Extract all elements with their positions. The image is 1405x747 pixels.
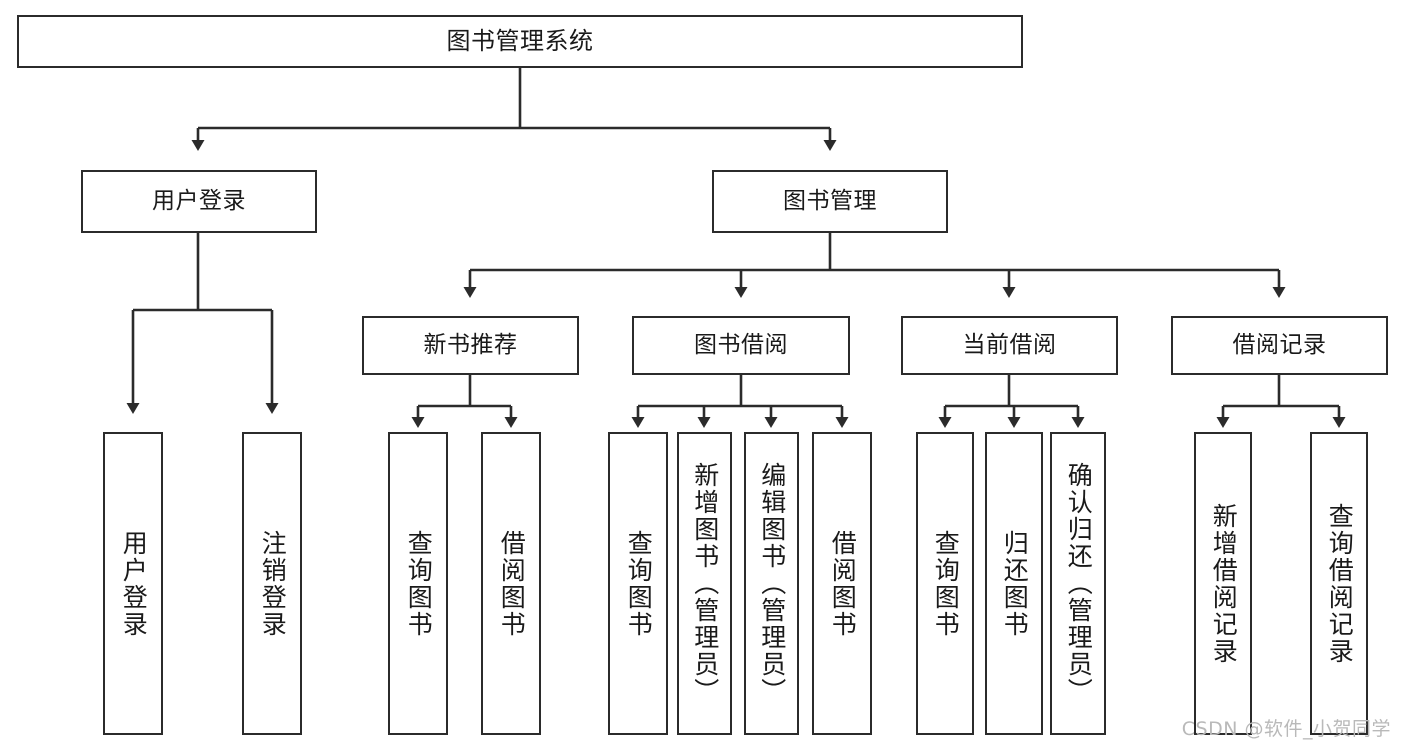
node-label: 新书推荐: [423, 331, 518, 358]
leaf-query-book-current[interactable]: 查询图书: [916, 432, 974, 735]
leaf-return-book[interactable]: 归还图书: [985, 432, 1043, 735]
node-user-login[interactable]: 用户登录: [81, 170, 317, 233]
leaf-edit-book-admin[interactable]: 编辑图书（管理员）: [744, 432, 799, 735]
node-label: 注销登录: [258, 529, 288, 638]
node-borrow-record[interactable]: 借阅记录: [1171, 316, 1388, 375]
leaf-confirm-return-admin[interactable]: 确认归还（管理员）: [1050, 432, 1106, 735]
node-label: 查询图书: [404, 529, 434, 638]
leaf-query-book-recommend[interactable]: 查询图书: [388, 432, 448, 735]
node-label: 图书管理系统: [446, 27, 594, 56]
leaf-borrow-book-recommend[interactable]: 借阅图书: [481, 432, 541, 735]
node-label: 确认归还（管理员）: [1064, 462, 1094, 705]
node-label: 新增图书（管理员）: [690, 462, 720, 705]
leaf-query-borrow-record[interactable]: 查询借阅记录: [1310, 432, 1368, 735]
node-label: 编辑图书（管理员）: [757, 462, 787, 705]
node-label: 图书管理: [783, 187, 877, 214]
leaf-add-borrow-record[interactable]: 新增借阅记录: [1194, 432, 1252, 735]
node-label: 归还图书: [1000, 529, 1030, 638]
node-book-management[interactable]: 图书管理: [712, 170, 948, 233]
leaf-add-book-admin[interactable]: 新增图书（管理员）: [677, 432, 732, 735]
node-label: 用户登录: [119, 529, 149, 638]
node-label: 新增借阅记录: [1209, 502, 1239, 665]
node-root-system[interactable]: 图书管理系统: [17, 15, 1023, 68]
node-label: 当前借阅: [962, 331, 1057, 358]
node-book-borrow[interactable]: 图书借阅: [632, 316, 850, 375]
csdn-watermark: CSDN @软件_小贺同学: [1181, 718, 1391, 740]
leaf-borrow-book[interactable]: 借阅图书: [812, 432, 872, 735]
node-label: 查询图书: [624, 529, 654, 638]
node-label: 查询借阅记录: [1325, 502, 1355, 665]
node-label: 图书借阅: [694, 331, 788, 358]
leaf-query-book-borrow[interactable]: 查询图书: [608, 432, 668, 735]
leaf-logout[interactable]: 注销登录: [242, 432, 302, 735]
node-label: 查询图书: [931, 529, 961, 638]
leaf-user-login[interactable]: 用户登录: [103, 432, 163, 735]
node-label: 借阅图书: [828, 529, 858, 638]
node-new-book-recommend[interactable]: 新书推荐: [362, 316, 579, 375]
node-current-borrow[interactable]: 当前借阅: [901, 316, 1118, 375]
node-label: 借阅记录: [1232, 331, 1327, 358]
node-label: 用户登录: [152, 187, 246, 214]
node-label: 借阅图书: [497, 529, 527, 638]
